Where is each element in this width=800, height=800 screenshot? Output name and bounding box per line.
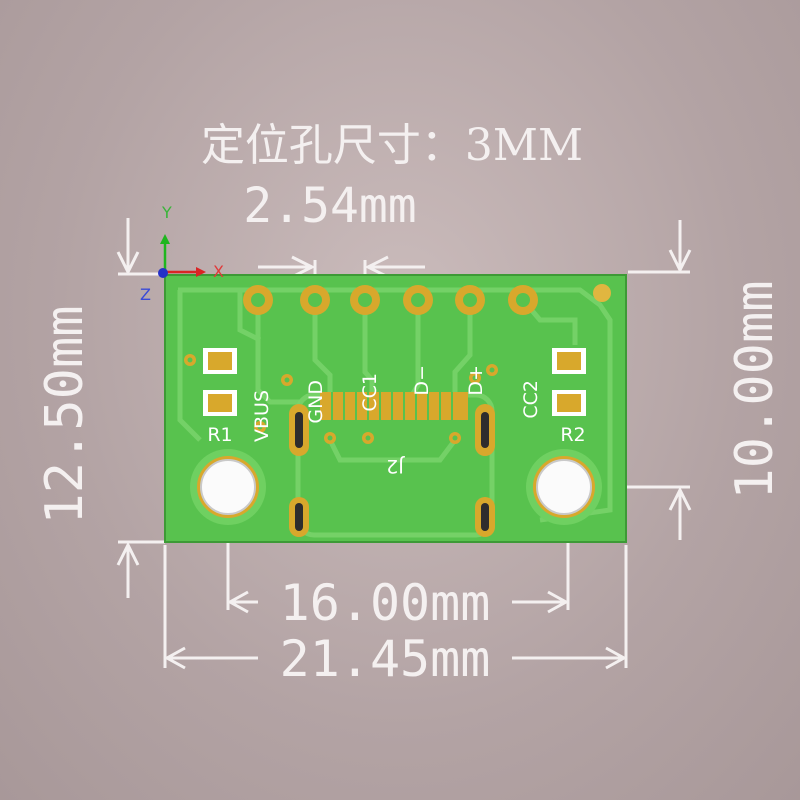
right-height-dimension-label: 10.00mm bbox=[725, 280, 785, 499]
r1-label: R1 bbox=[207, 424, 232, 446]
axis-indicator: Y X Z bbox=[140, 203, 224, 304]
pin-label-d-minus: D− bbox=[411, 365, 433, 396]
pitch-dimension-label: 2.54mm bbox=[243, 178, 416, 234]
title: 定位孔尺寸：3MM bbox=[201, 120, 583, 171]
pin-label-cc1: CC1 bbox=[359, 373, 381, 412]
x-axis-label: X bbox=[213, 262, 224, 281]
usb-c-slot-pads bbox=[289, 404, 495, 537]
usb-c-smd-pads bbox=[320, 392, 468, 420]
pcb-board: VBUS GND CC1 D− D+ CC2 R1 R2 J2 bbox=[164, 274, 627, 543]
inner-width-dimension-label: 16.00mm bbox=[280, 574, 491, 632]
fiducial-dot bbox=[593, 284, 611, 302]
r2-label: R2 bbox=[560, 424, 585, 446]
y-axis-label: Y bbox=[161, 203, 172, 222]
left-height-dimension-lines bbox=[116, 218, 165, 598]
j2-label: J2 bbox=[386, 455, 405, 477]
left-height-dimension-label: 12.50mm bbox=[35, 305, 95, 524]
pin-pad-cc1 bbox=[350, 285, 380, 315]
pin-label-vbus: VBUS bbox=[251, 390, 273, 442]
z-axis-label: Z bbox=[140, 285, 151, 304]
header-pins bbox=[243, 285, 538, 315]
pin-label-cc2: CC2 bbox=[520, 380, 542, 419]
pin-label-gnd: GND bbox=[305, 380, 327, 424]
r1-resistor-pads bbox=[203, 348, 237, 416]
pin-pad-gnd bbox=[300, 285, 330, 315]
pin-pad-cc2 bbox=[508, 285, 538, 315]
r2-resistor-pads bbox=[552, 348, 586, 416]
pin-pad-d-plus bbox=[455, 285, 485, 315]
vias bbox=[184, 354, 498, 444]
outer-width-dimension-lines bbox=[163, 545, 628, 670]
mounting-hole-right bbox=[526, 449, 602, 525]
mounting-hole-left bbox=[190, 449, 266, 525]
usb-c-pad-gaps bbox=[331, 392, 453, 420]
outer-width-dimension-label: 21.45mm bbox=[280, 630, 491, 688]
pin-pad-d-minus bbox=[403, 285, 433, 315]
pin-label-d-plus: D+ bbox=[465, 365, 487, 396]
z-axis-dot bbox=[158, 268, 168, 278]
pin-pad-vbus bbox=[243, 285, 273, 315]
pitch-dimension-arrows bbox=[258, 255, 425, 282]
